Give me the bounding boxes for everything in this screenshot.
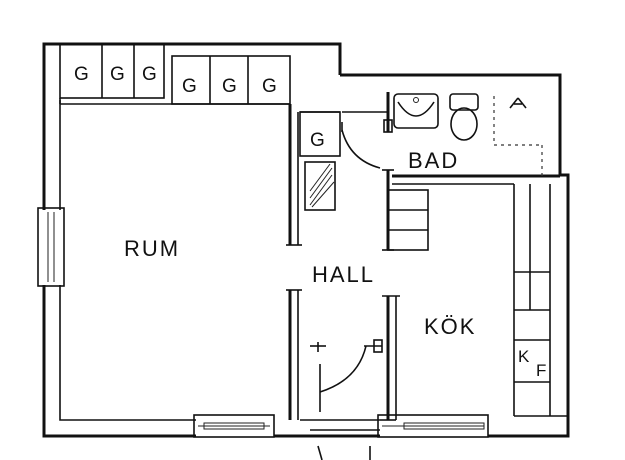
closet-label-g: G [262, 76, 277, 97]
shower [493, 96, 543, 176]
bottom-window-right [377, 414, 489, 438]
kitchen-label-f: F [536, 361, 546, 380]
sink [393, 93, 439, 129]
wardrobe-row [59, 43, 291, 105]
room-label-rum: RUM [124, 236, 180, 261]
closet-label-g: G [110, 64, 125, 85]
outer-walls [42, 42, 570, 438]
bottom-window-left [193, 414, 275, 438]
hall-partitions [286, 104, 341, 420]
left-window [37, 207, 65, 287]
kitchen-label-k: K [518, 347, 530, 366]
room-label-bad: BAD [408, 148, 459, 173]
closet-label-g: G [182, 76, 197, 97]
closet-label-g: G [222, 76, 237, 97]
closet-label-g: G [74, 64, 89, 85]
room-label-kok: KÖK [424, 314, 476, 339]
entrance-door [310, 339, 383, 460]
kitchen-walls [380, 184, 568, 421]
closet-label-g: G [310, 130, 325, 151]
toilet [449, 93, 479, 141]
closet-label-g: G [142, 64, 157, 85]
room-label-hall: HALL [312, 262, 375, 287]
bathroom-walls [341, 92, 560, 251]
